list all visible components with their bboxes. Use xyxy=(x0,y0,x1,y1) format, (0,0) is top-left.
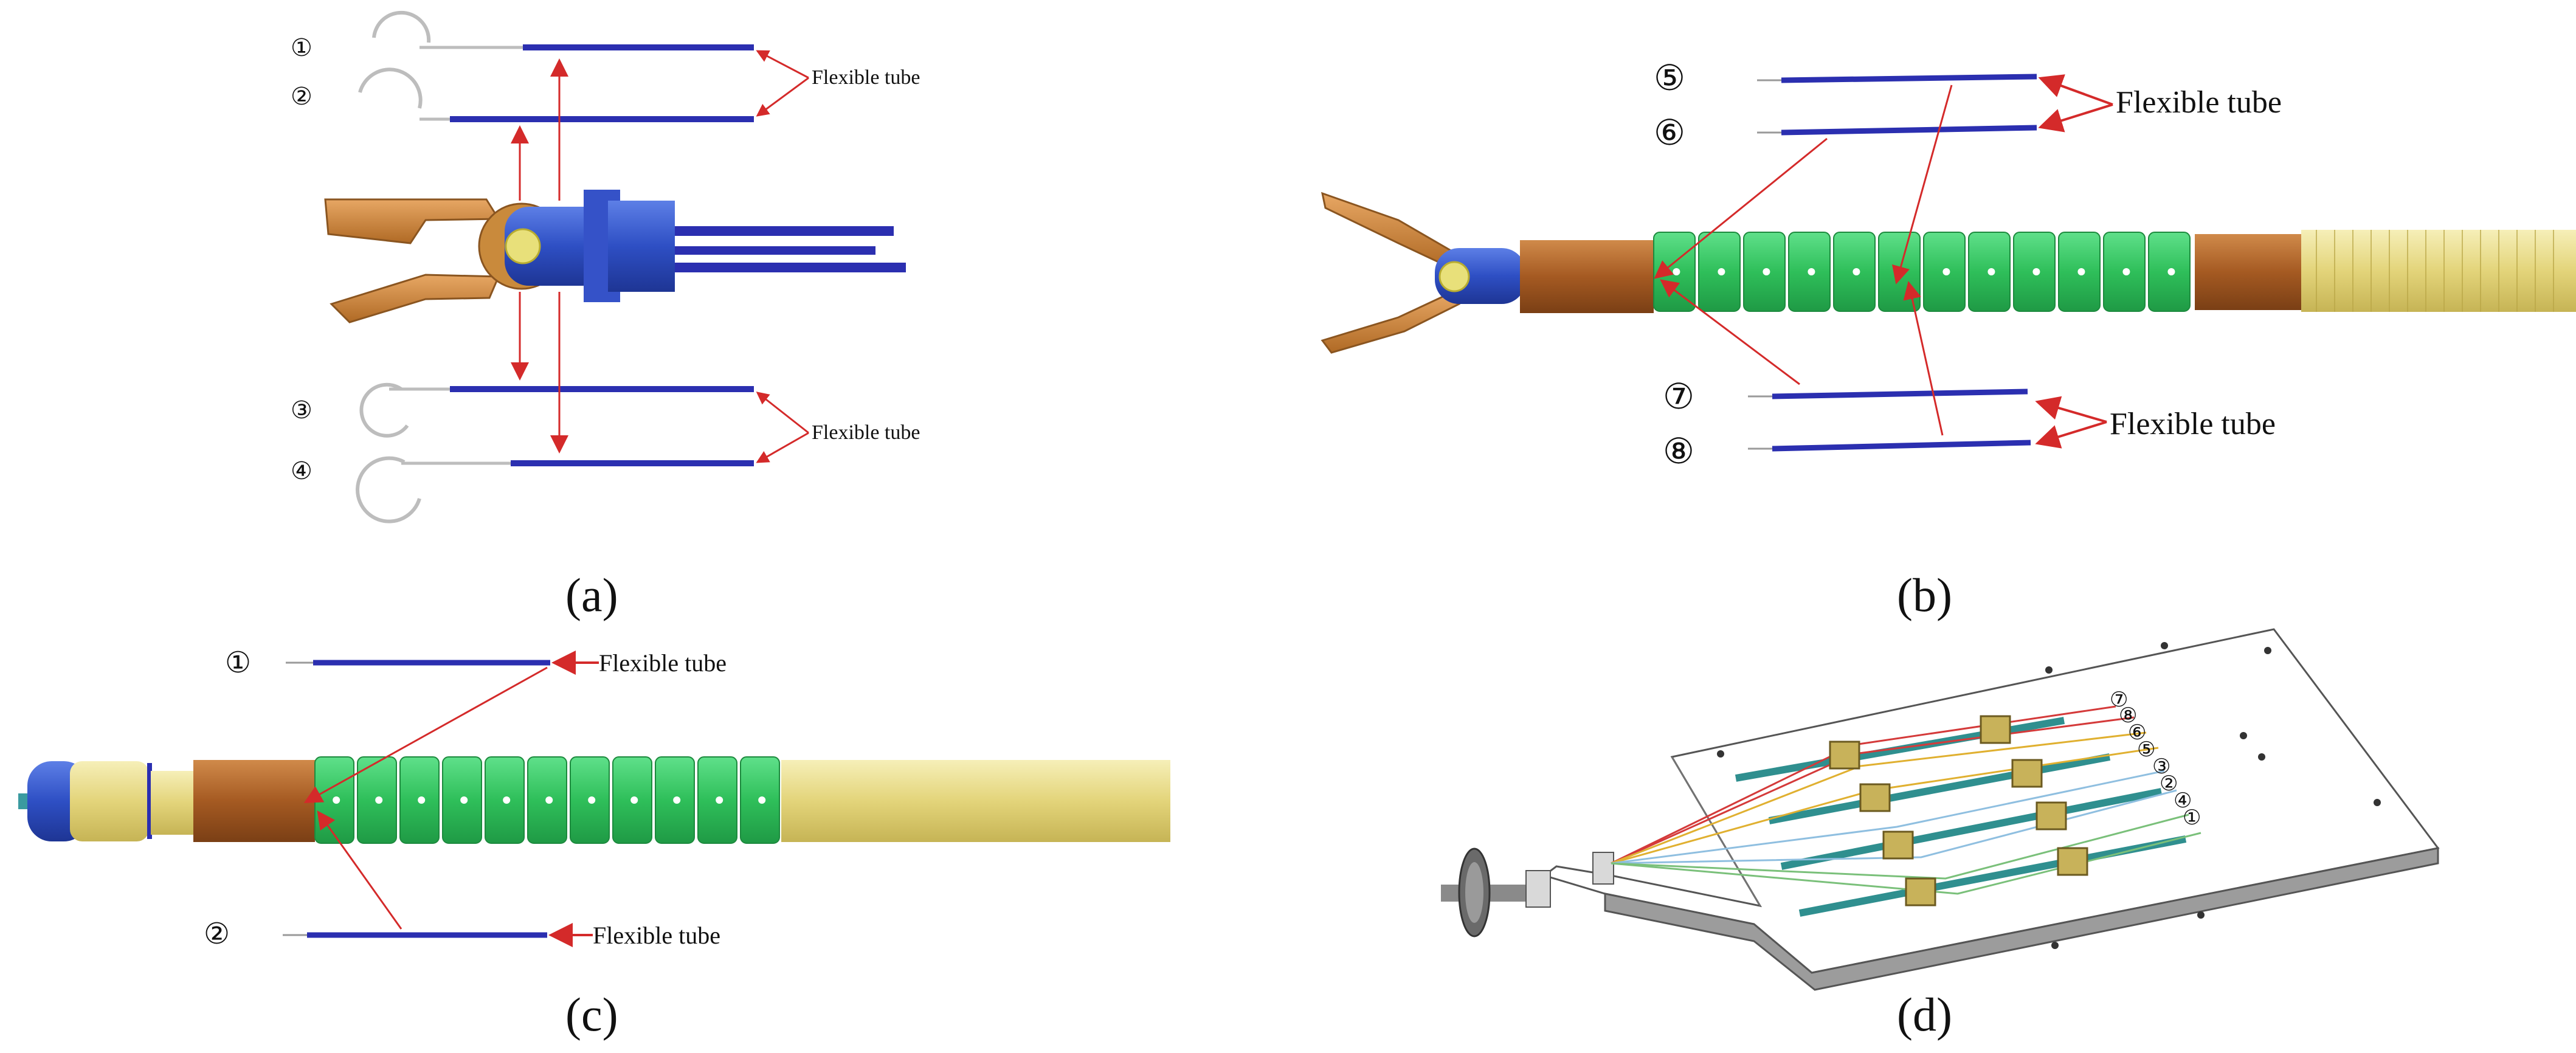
cable-hole xyxy=(758,796,766,804)
wire-marker-2: ② xyxy=(2160,773,2178,795)
cable-hole xyxy=(503,796,511,804)
flexible-tube-a-3 xyxy=(359,382,754,438)
wire-marker-4: ④ xyxy=(2174,790,2192,812)
flexible-tube-a-4 xyxy=(356,456,754,523)
flexible-tube-b-8 xyxy=(1748,440,2031,452)
cable-hole xyxy=(1808,268,1815,275)
cable-hole xyxy=(460,796,468,804)
marker-a-2: ② xyxy=(291,83,313,110)
joint-a xyxy=(505,190,906,302)
flexible-tube-a-2 xyxy=(358,67,754,122)
flexible-tube-label-a-bottom: Flexible tube xyxy=(812,421,920,444)
cable-hole xyxy=(545,796,553,804)
flexible-tube-label-a-top: Flexible tube xyxy=(812,66,920,89)
wire-marker-6: ⑥ xyxy=(2128,722,2146,744)
bending-segments-c xyxy=(314,756,780,844)
caption-b: (b) xyxy=(1897,568,1952,621)
wire-marker-5: ⑤ xyxy=(2137,739,2155,761)
marker-c-2: ② xyxy=(204,918,230,950)
cable-hole xyxy=(333,796,340,804)
flexible-tube-label-b-top: Flexible tube xyxy=(2116,85,2282,120)
marker-a-4: ④ xyxy=(291,457,313,485)
instrument-shaft-c xyxy=(18,756,1170,844)
drive-plate xyxy=(1542,628,2440,991)
cable-hole xyxy=(673,796,681,804)
cable-hole xyxy=(1987,268,1995,275)
caption-d: (d) xyxy=(1897,988,1952,1041)
cable-hole xyxy=(2167,268,2175,275)
marker-a-3: ③ xyxy=(291,396,313,424)
mounting-holes xyxy=(1717,642,2381,949)
cable-hole xyxy=(1942,268,1950,275)
wire-marker-3: ③ xyxy=(2152,756,2170,778)
flexible-tube-a-1 xyxy=(372,10,754,50)
cable-hole xyxy=(375,796,383,804)
caption-a: (a) xyxy=(565,568,618,621)
cable-hole xyxy=(716,796,723,804)
marker-b-5: ⑤ xyxy=(1654,58,1685,98)
instrument-shaft-b xyxy=(1321,192,2576,354)
cable-hole xyxy=(2032,268,2040,275)
cable-hole xyxy=(1673,268,1680,275)
flexible-tube-label-c-bottom: Flexible tube xyxy=(593,922,720,949)
wire-marker-7: ⑦ xyxy=(2110,689,2128,711)
flexible-tube-b-5 xyxy=(1757,74,2037,83)
cable-hole xyxy=(2077,268,2085,275)
panel-a: ① ② ③ ④ xyxy=(291,10,920,621)
flexible-tube-label-b-bottom: Flexible tube xyxy=(2110,407,2276,441)
pulley-blocks xyxy=(1829,715,2088,906)
cable-hole xyxy=(418,796,426,804)
cable-hole xyxy=(2122,268,2130,275)
cable-hole xyxy=(630,796,638,804)
marker-a-1: ① xyxy=(291,34,313,61)
flexible-tube-label-c-top: Flexible tube xyxy=(599,649,727,677)
marker-b-7: ⑦ xyxy=(1663,377,1694,416)
marker-b-6: ⑥ xyxy=(1654,113,1685,153)
bending-segments-b xyxy=(1653,232,2191,312)
wire-marker-1: ① xyxy=(2183,807,2201,829)
drive-gear xyxy=(1441,848,1614,937)
panel-c: ① ② Flexible tube Flexible tube (c) xyxy=(18,647,1170,1041)
wire-number-markers: ⑦ ⑧ ⑥ ⑤ ③ ② ④ ① xyxy=(2110,689,2201,829)
marker-c-1: ① xyxy=(225,647,251,679)
flexible-tube-b-6 xyxy=(1757,125,2037,136)
cable-hole xyxy=(1853,268,1860,275)
panel-d: ⑦ ⑧ ⑥ ⑤ ③ ② ④ ① (d) xyxy=(1441,628,2440,1041)
flexible-tube-b-7 xyxy=(1748,388,2028,399)
cable-hole xyxy=(1718,268,1725,275)
wire-marker-8: ⑧ xyxy=(2119,705,2137,727)
marker-b-8: ⑧ xyxy=(1663,432,1694,471)
caption-c: (c) xyxy=(565,988,618,1041)
cable-hole xyxy=(1763,268,1770,275)
cable-hole xyxy=(588,796,596,804)
panel-b: ⑤ ⑥ ⑦ ⑧ xyxy=(1321,58,2576,621)
